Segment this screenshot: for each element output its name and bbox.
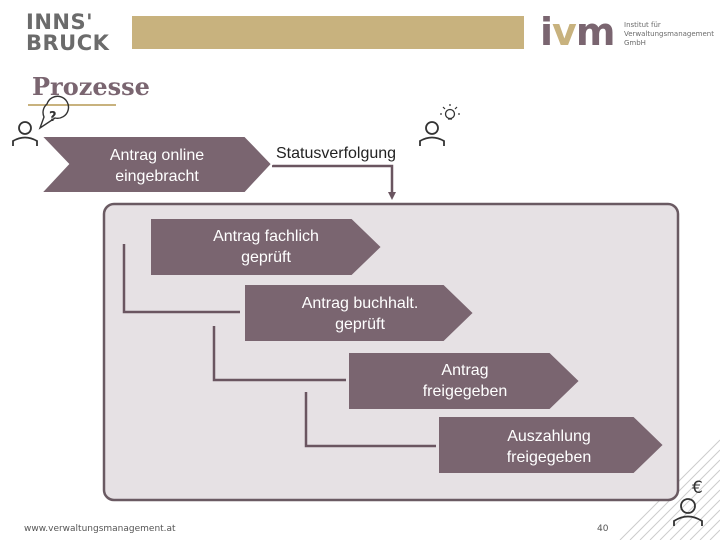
page-title: Prozesse: [32, 72, 150, 101]
header-accent-bar: [132, 16, 524, 49]
connector-step1-to-step2: [122, 244, 240, 314]
step-4-label: Auszahlung freigegeben: [506, 428, 592, 466]
step-1-label: Antrag fachlich geprüft: [213, 228, 319, 266]
person-idea-icon: [419, 104, 460, 146]
step-start-chevron: [38, 135, 274, 194]
page-number: 40: [597, 524, 609, 534]
step-4-arrow: [437, 415, 666, 475]
title-underline: [28, 104, 116, 106]
footer-url[interactable]: www.verwaltungsmanagement.at: [24, 524, 176, 534]
step-2-arrow: [243, 283, 476, 343]
euro-symbol: €: [692, 478, 703, 498]
step-start-label: Antrag online eingebracht: [109, 147, 205, 185]
svg-text:?: ?: [49, 110, 57, 125]
innsbruck-logo: INNS' BRUCK: [26, 10, 110, 55]
status-tracking-label: Statusverfolgung: [276, 145, 397, 162]
person-question-icon: ?: [12, 95, 70, 146]
step-3-label: Antrag freigegeben: [422, 362, 508, 400]
step-3-arrow: [347, 351, 582, 411]
person-euro-icon: [673, 498, 703, 526]
step-2-label: Antrag buchhalt. geprüft: [301, 295, 419, 333]
step-1-arrow: [149, 217, 384, 277]
ivm-logo-subtitle: Institut für Verwaltungsmanagement GmbH: [624, 21, 714, 47]
ivm-logo: ivm: [540, 10, 615, 54]
connector-step3-to-step4: [304, 392, 436, 448]
connector-start-to-panel: [272, 164, 396, 200]
connector-step2-to-step3: [212, 326, 346, 382]
